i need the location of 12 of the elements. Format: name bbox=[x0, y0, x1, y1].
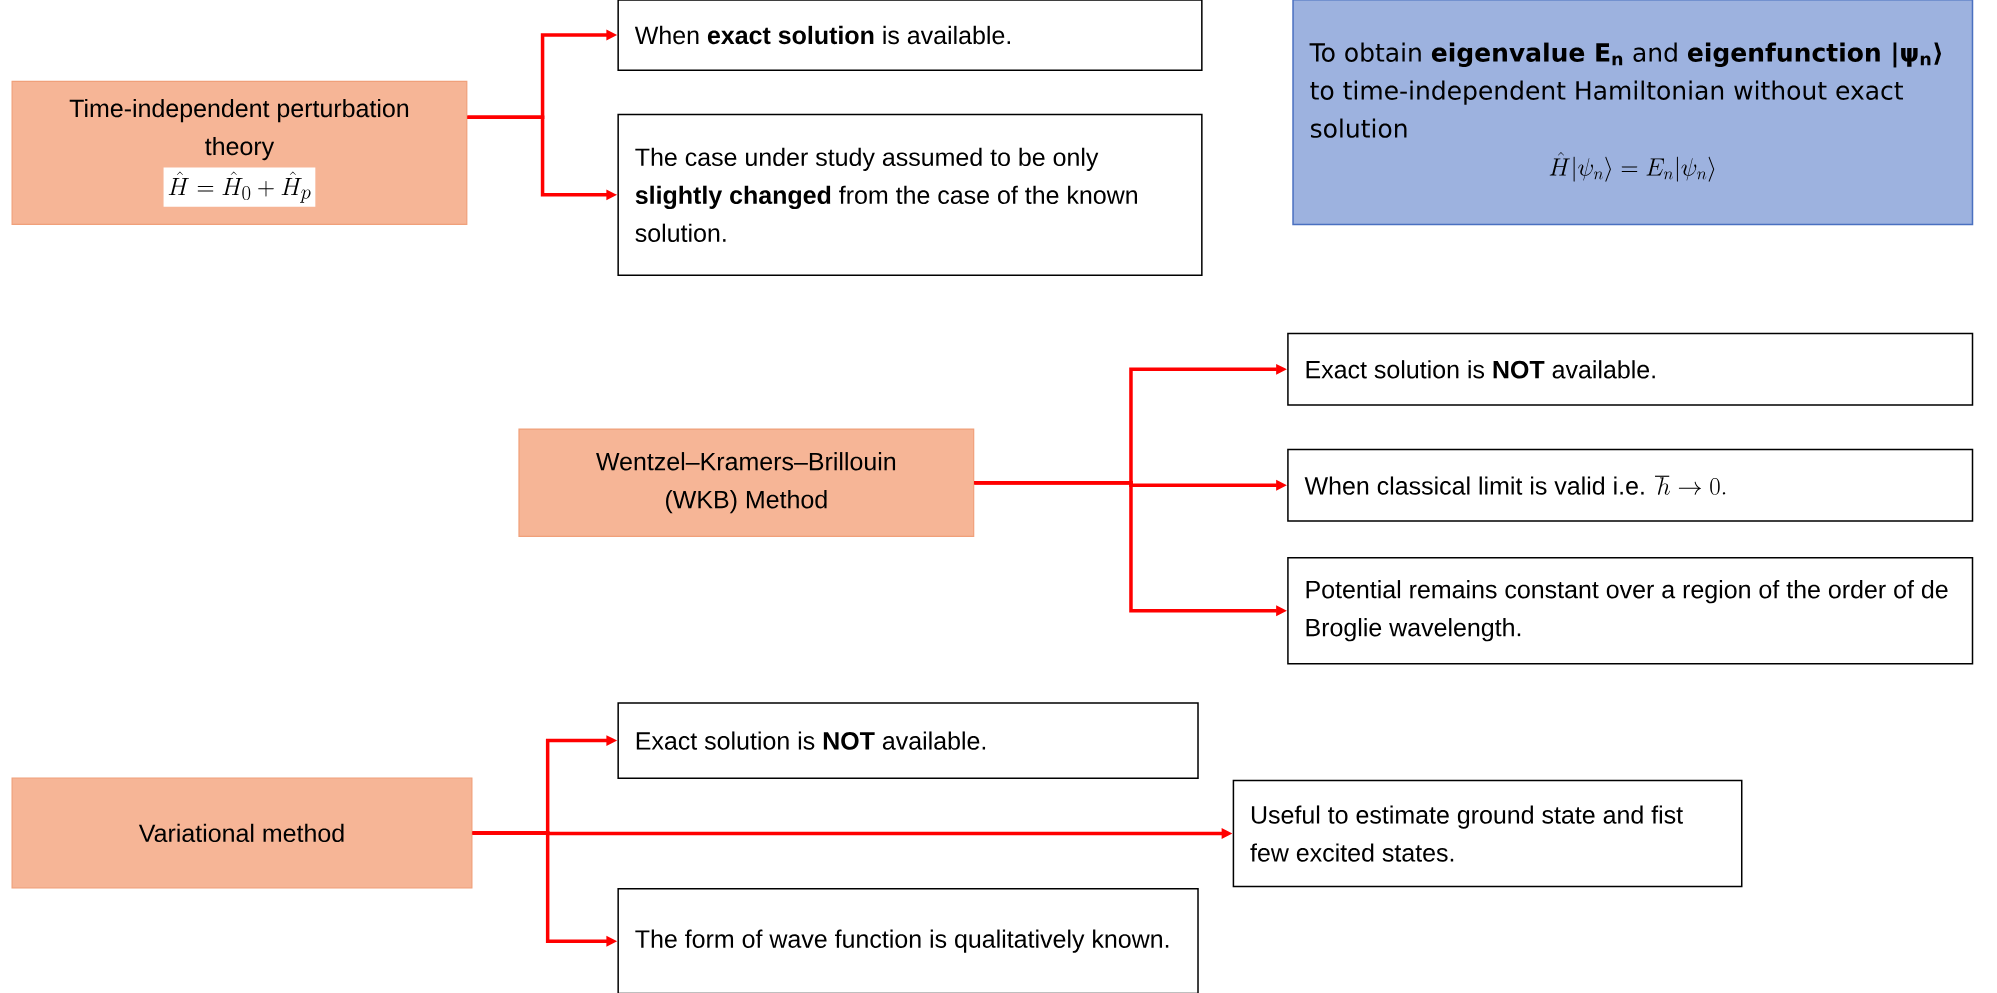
process-box: Time-independent perturbation theory $\hat{H} = \hat{H}_0 + \hat{H}_p$ bbox=[11, 80, 468, 225]
text-box: Exact solution is NOT available. bbox=[617, 702, 1199, 779]
text-box: When classical limit is valid i.e. $\hbar \to 0.$ bbox=[1287, 448, 1974, 522]
text-box: When exact solution is available. bbox=[617, 0, 1203, 71]
info-box: To obtain eigenvalue E$_{n}$ and eigenfunction |ψ$_{n}$⟩ to time-independent Hamiltonian without exact solution $\hat{H}|\psi_n\rangle = E_n|\psi_n\rangle$ bbox=[1292, 0, 1974, 226]
text-box: Exact solution is NOT available. bbox=[1287, 332, 1974, 406]
text-box: The form of wave function is qualitatively known. bbox=[617, 887, 1199, 993]
text-box: Potential remains constant over a region of the order of de Broglie wavelength. bbox=[1287, 556, 1974, 665]
process-box: Variational method bbox=[11, 777, 473, 889]
text-box: Useful to estimate ground state and fist few excited states. bbox=[1232, 779, 1743, 888]
text-box: The case under study assumed to be only slightly changed from the case of the known solution. bbox=[617, 113, 1203, 276]
process-box: Wentzel–Kramers–Brillouin (WKB) Method bbox=[518, 428, 975, 537]
